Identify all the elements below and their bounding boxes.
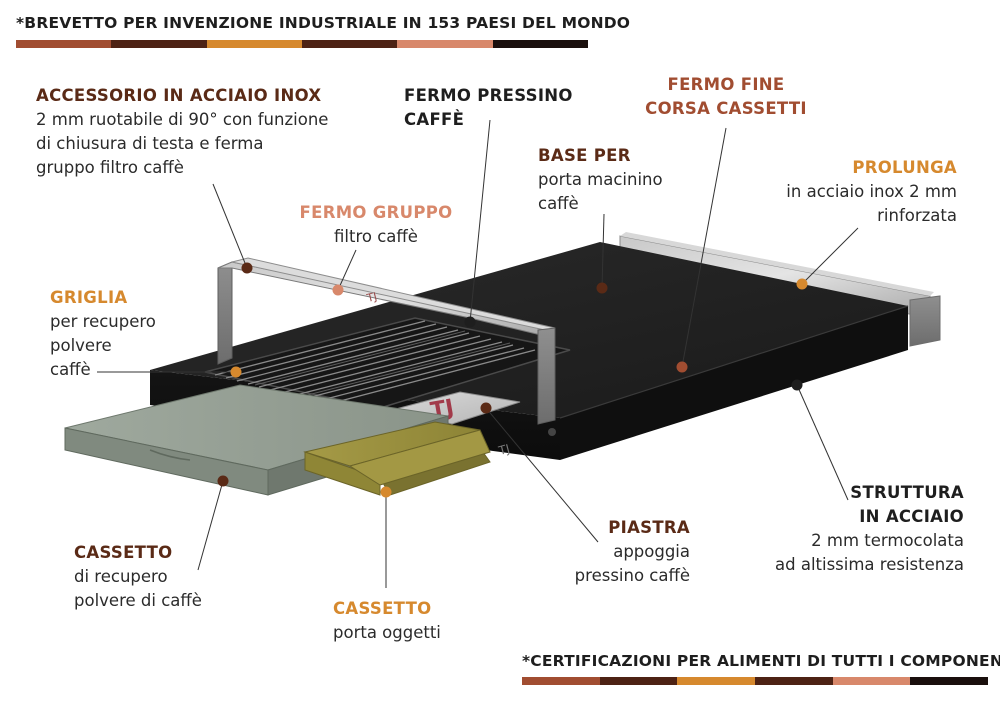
label-base: BASE PER porta macinino caffè — [538, 144, 663, 216]
logo-bar: TJ — [365, 290, 379, 305]
marker-base — [596, 282, 608, 294]
label-line: per recupero — [50, 312, 156, 331]
label-accessorio: ACCESSORIO IN ACCIAIO INOX 2 mm ruotabil… — [36, 84, 328, 180]
label-line: rinforzata — [877, 206, 957, 225]
color-segment — [111, 40, 207, 48]
label-title: PROLUNGA — [852, 158, 957, 177]
label-title: FERMO GRUPPO — [299, 203, 453, 222]
label-title: ACCESSORIO IN ACCIAIO INOX — [36, 86, 322, 105]
label-line: caffè — [538, 194, 579, 213]
color-segment — [832, 677, 911, 685]
label-title: FERMO FINE — [667, 75, 785, 94]
label-struttura: STRUTTURA IN ACCIAIO 2 mm termocolata ad… — [740, 481, 964, 577]
label-title: CASSETTO — [333, 599, 432, 618]
label-piastra: PIASTRA appoggia pressino caffè — [540, 516, 690, 588]
marker-piastra — [480, 402, 492, 414]
color-segment — [301, 40, 398, 48]
marker-cassetto2 — [380, 486, 392, 498]
accessorio-inox: TJ — [217, 257, 556, 425]
label-line: pressino caffè — [574, 566, 690, 585]
marker-griglia — [230, 366, 242, 378]
color-segment — [16, 40, 112, 48]
label-line: gruppo filtro caffè — [36, 158, 184, 177]
marker-fermo-gruppo — [332, 284, 344, 296]
patent-note: *BREVETTO PER INVENZIONE INDUSTRIALE IN … — [16, 14, 631, 32]
label-title: STRUTTURA — [850, 483, 964, 502]
color-segment — [677, 677, 756, 685]
label-fermo-gruppo: FERMO GRUPPO filtro caffè — [296, 201, 456, 249]
top-color-bar — [16, 40, 588, 48]
label-cassetto-oggetti: CASSETTO porta oggetti — [333, 597, 441, 645]
leader-fermo-fine — [681, 127, 727, 368]
label-fermo-pressino: FERMO PRESSINO CAFFÈ — [404, 84, 573, 132]
label-prolunga: PROLUNGA in acciaio inox 2 mm rinforzata — [740, 156, 957, 228]
label-line: di recupero — [74, 567, 168, 586]
color-segment — [599, 677, 678, 685]
color-segment — [397, 40, 493, 48]
leader-piastra — [485, 407, 599, 543]
label-line: polvere di caffè — [74, 591, 202, 610]
label-title: BASE PER — [538, 146, 631, 165]
marker-cassetto1 — [217, 475, 229, 487]
leader-fermo-pressino — [469, 119, 491, 323]
label-line: caffè — [50, 360, 91, 379]
label-line: polvere — [50, 336, 112, 355]
label-line: porta oggetti — [333, 623, 441, 642]
label-line: filtro caffè — [334, 227, 418, 246]
label-cassetto-recupero: CASSETTO di recupero polvere di caffè — [74, 541, 202, 613]
label-line: in acciaio inox 2 mm — [786, 182, 957, 201]
base-right-face — [560, 306, 908, 460]
color-segment — [910, 677, 989, 685]
marker-struttura — [791, 379, 803, 391]
label-title: CASSETTO — [74, 543, 173, 562]
marker-accessorio — [241, 262, 253, 274]
color-segment — [755, 677, 833, 685]
cassetto-oggetti — [303, 421, 491, 496]
bottom-color-bar — [522, 677, 989, 685]
label-line: 2 mm ruotabile di 90° con funzione — [36, 110, 329, 129]
label-title: IN ACCIAIO — [859, 507, 964, 526]
label-line: di chiusura di testa e ferma — [36, 134, 264, 153]
label-title: GRIGLIA — [50, 288, 128, 307]
label-title: CORSA CASSETTI — [645, 99, 807, 118]
griglia-grid — [204, 317, 571, 409]
knob-icon — [548, 428, 556, 436]
logo-front: TJ — [496, 442, 511, 459]
color-segment — [492, 40, 588, 48]
color-segment — [206, 40, 302, 48]
leader-prolunga — [801, 227, 859, 285]
leader-fermo-gruppo — [337, 249, 357, 291]
label-line: porta macinino — [538, 170, 663, 189]
label-fermo-fine: FERMO FINE CORSA CASSETTI — [640, 73, 812, 121]
certification-note: *CERTIFICAZIONI PER ALIMENTI DI TUTTI I … — [522, 652, 1000, 670]
label-title: PIASTRA — [608, 518, 690, 537]
leader-cassetto1 — [197, 480, 224, 571]
marker-fermo-pressino — [464, 316, 476, 328]
leader-struttura — [796, 384, 849, 501]
label-griglia: GRIGLIA per recupero polvere caffè — [50, 286, 156, 382]
color-segment — [522, 677, 600, 685]
label-line: 2 mm termocolata — [811, 531, 964, 550]
label-title: FERMO PRESSINO — [404, 86, 573, 105]
leader-base — [601, 213, 605, 289]
label-line: ad altissima resistenza — [775, 555, 964, 574]
label-line: appoggia — [613, 542, 690, 561]
leader-accessorio — [212, 183, 248, 269]
marker-prolunga — [796, 278, 808, 290]
marker-fermo-fine — [676, 361, 688, 373]
label-title: CAFFÈ — [404, 110, 465, 129]
